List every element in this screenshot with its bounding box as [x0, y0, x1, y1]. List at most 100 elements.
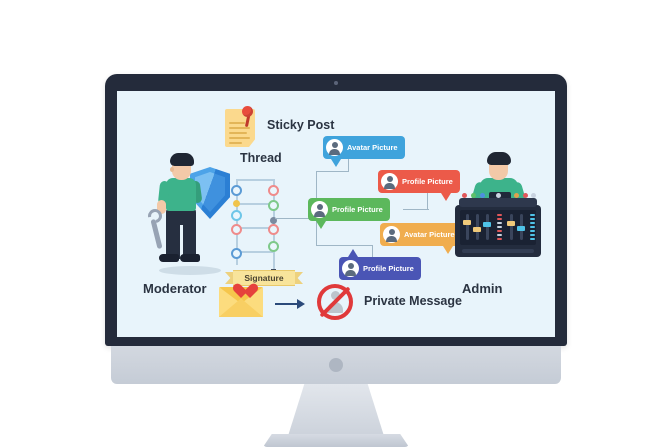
note-line: [229, 127, 250, 129]
prohibition-ring: [317, 284, 353, 320]
avatar-icon: [383, 226, 400, 243]
tree-node: [231, 224, 242, 235]
bubble-profile-picture-indigo[interactable]: Profile Picture: [339, 249, 421, 280]
moderator-label: Moderator: [143, 281, 207, 296]
bubble-avatar-picture-blue[interactable]: Avatar Picture: [323, 136, 405, 167]
tree-spine-left: [236, 179, 238, 265]
meter-segment: [530, 222, 535, 224]
meter-segment: [530, 226, 535, 228]
note-line: [229, 132, 247, 134]
meter-segment: [497, 214, 502, 216]
moderator-torso: [166, 178, 196, 211]
tree-node: [268, 241, 279, 252]
moderator-hair: [170, 153, 194, 166]
thread-label: Thread: [240, 151, 282, 165]
connector-branch: [427, 193, 429, 210]
meter-segment: [530, 234, 535, 236]
meter-segment: [530, 218, 535, 220]
desktop-monitor: Sticky Post Thread: [105, 74, 567, 447]
fader-knob[interactable]: [473, 227, 481, 232]
console-panel: [460, 210, 536, 245]
moderator-forearm: [157, 200, 166, 214]
console-led: [480, 193, 485, 198]
bubble-label: Avatar Picture: [404, 230, 455, 239]
tree-branch-link: [236, 227, 275, 229]
envelope-heart-icon: [219, 287, 263, 317]
console-top-bar: [459, 193, 537, 207]
meter-segment: [530, 214, 535, 216]
note-line: [229, 142, 242, 144]
meter-segment: [497, 230, 502, 232]
tree-node-filled: [233, 200, 240, 207]
connector-branch: [316, 245, 373, 247]
console-led: [462, 193, 467, 198]
meter-segment: [530, 230, 535, 232]
tree-node: [268, 185, 279, 196]
note-line: [229, 122, 245, 124]
bubble-label: Profile Picture: [332, 205, 383, 214]
fader-knob[interactable]: [483, 222, 491, 227]
console-led: [531, 193, 536, 198]
private-message-label: Private Message: [364, 294, 462, 308]
monitor-screen: Sticky Post Thread: [117, 91, 555, 337]
bubble-tail: [442, 246, 453, 254]
tree-branch-link: [236, 203, 275, 205]
bubble-label: Profile Picture: [363, 264, 414, 273]
meter-segment: [497, 222, 502, 224]
console-led: [514, 193, 519, 198]
bubble-label: Avatar Picture: [347, 143, 398, 152]
tree-node: [231, 210, 242, 221]
avatar-icon: [311, 201, 328, 218]
signature-label: Signature: [233, 270, 295, 286]
character-shadow: [159, 266, 221, 275]
arrow-head: [297, 299, 305, 309]
avatar-icon: [381, 173, 398, 190]
monitor-stand-neck: [288, 384, 384, 436]
moderator-leg-split: [180, 225, 183, 259]
bubble-tail: [440, 193, 451, 201]
meter-segment: [497, 226, 502, 228]
arrow-shaft: [275, 303, 299, 305]
meter-segment: [530, 238, 535, 240]
fader-knob[interactable]: [507, 221, 515, 226]
fader-track[interactable]: [510, 214, 513, 240]
tree-node: [231, 248, 242, 259]
fader-knob[interactable]: [517, 226, 525, 231]
thread-branch-graph: [227, 179, 299, 275]
webcam-dot: [334, 81, 338, 85]
fader-knob[interactable]: [463, 220, 471, 225]
tree-node: [268, 200, 279, 211]
admin-hair: [487, 152, 511, 165]
note-line: [229, 137, 250, 139]
no-entry-person-icon: [317, 284, 353, 320]
fader-track[interactable]: [466, 214, 469, 240]
tree-branch-link: [236, 179, 275, 181]
console-led: [496, 193, 501, 198]
bubble-tail: [331, 159, 341, 167]
fader-track[interactable]: [486, 214, 489, 240]
bubble-profile-picture-red[interactable]: Profile Picture: [378, 170, 460, 201]
bubble-avatar-picture-yellow[interactable]: Avatar Picture: [380, 223, 462, 254]
monitor-stand-base: [263, 434, 409, 447]
bubble-tail: [348, 249, 358, 257]
connector-branch: [316, 171, 349, 173]
connector-branch: [403, 209, 429, 211]
moderator-character: [142, 151, 238, 275]
bubble-tail: [316, 221, 326, 229]
console-led: [471, 193, 476, 198]
connector-trunk: [275, 218, 317, 220]
moderator-ear: [170, 167, 174, 172]
admin-label: Admin: [462, 281, 503, 296]
sticky-post-label: Sticky Post: [267, 118, 335, 132]
arrow-right-icon: [275, 299, 305, 309]
pushpin-icon: [242, 106, 253, 117]
meter-segment: [497, 234, 502, 236]
heart-icon: [232, 284, 250, 300]
mixing-console-icon: [455, 193, 541, 257]
signature-ribbon: Signature: [225, 269, 303, 288]
monitor-bezel: Sticky Post Thread: [105, 74, 567, 346]
tree-branch-link: [236, 251, 275, 253]
bubble-profile-picture-green[interactable]: Profile Picture: [308, 198, 390, 229]
connector-branch: [372, 245, 374, 259]
moderator-shoe-right: [180, 254, 200, 262]
